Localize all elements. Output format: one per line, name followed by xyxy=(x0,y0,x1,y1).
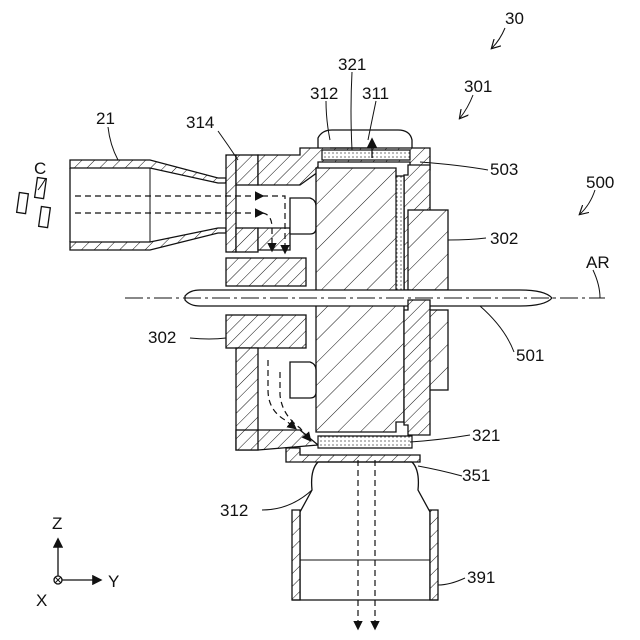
label-311: 311 xyxy=(362,84,389,103)
label-302-right: 302 xyxy=(490,229,518,248)
outlet-391 xyxy=(292,462,438,600)
flange-314 xyxy=(226,155,258,252)
label-500: 500 xyxy=(586,173,614,192)
label-351: 351 xyxy=(462,466,490,485)
label-321-top: 321 xyxy=(338,55,366,74)
label-30: 30 xyxy=(505,9,524,28)
label-ar: AR xyxy=(586,253,610,272)
label-312-top: 312 xyxy=(310,84,338,103)
label-312-bottom: 312 xyxy=(220,501,248,520)
label-301: 301 xyxy=(464,77,492,96)
label-314: 314 xyxy=(186,113,214,132)
coordinate-axes: Z Y X xyxy=(36,514,119,610)
label-c: C xyxy=(34,159,46,178)
axis-y-label: Y xyxy=(108,572,119,591)
label-321-bottom: 321 xyxy=(472,426,500,445)
label-21: 21 xyxy=(96,109,115,128)
particles-c xyxy=(17,178,51,228)
axis-x-label: X xyxy=(36,591,47,610)
nozzle-21 xyxy=(70,160,226,250)
label-302-left: 302 xyxy=(148,328,176,347)
label-501: 501 xyxy=(516,346,544,365)
axis-z-label: Z xyxy=(52,514,62,533)
top-cap-312 xyxy=(318,130,412,160)
label-391: 391 xyxy=(467,568,495,587)
label-503: 503 xyxy=(490,160,518,179)
